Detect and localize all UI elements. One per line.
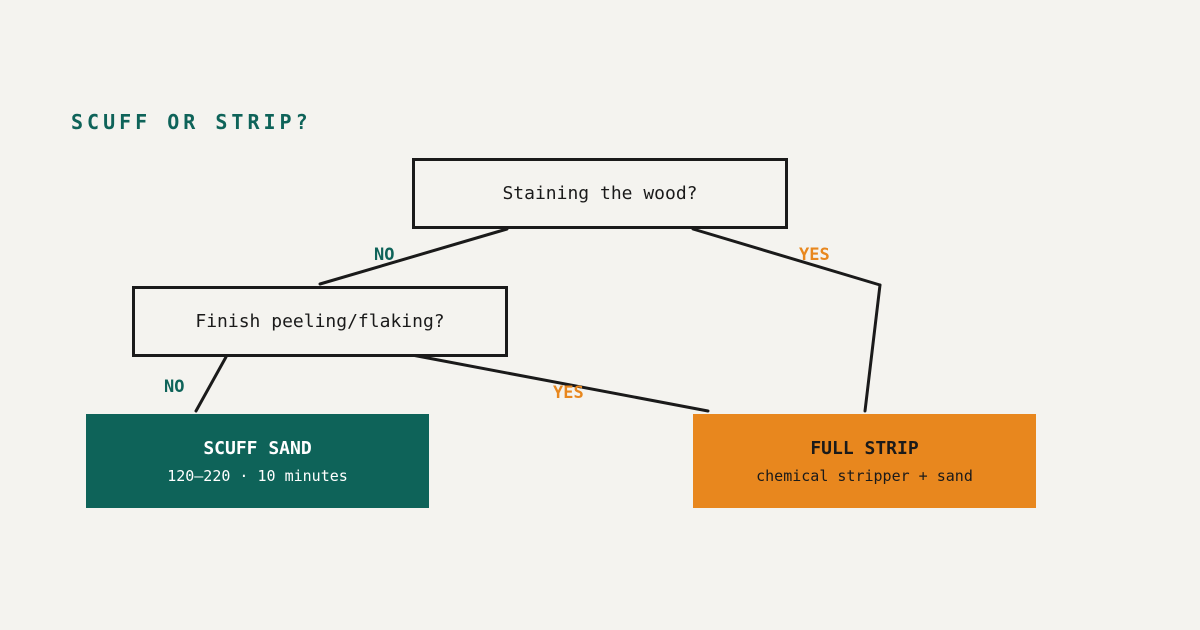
edge-q1-yes-drop-line — [863, 283, 882, 413]
question-peeling-text: Finish peeling/flaking? — [195, 311, 445, 332]
question-staining: Staining the wood? — [412, 158, 788, 229]
question-staining-text: Staining the wood? — [502, 183, 698, 204]
diagram-title: SCUFF OR STRIP? — [71, 110, 312, 134]
edge-q1-no-line — [318, 227, 509, 286]
edge-label-q2-no: NO — [164, 377, 185, 397]
edge-label-q1-no: NO — [374, 245, 395, 265]
outcome-full-strip: FULL STRIP chemical stripper + sand — [693, 414, 1036, 508]
outcome-scuff-sand: SCUFF SAND 120–220 · 10 minutes — [86, 414, 429, 508]
edge-q2-no-line — [194, 355, 228, 413]
outcome-scuff-sand-note: 120–220 · 10 minutes — [167, 466, 348, 485]
edge-label-q2-yes: YES — [553, 383, 584, 403]
edge-q1-yes-line — [691, 227, 882, 287]
outcome-scuff-sand-title: SCUFF SAND — [203, 437, 312, 459]
outcome-full-strip-title: FULL STRIP — [810, 437, 919, 459]
outcome-full-strip-note: chemical stripper + sand — [756, 466, 973, 485]
edge-label-q1-yes: YES — [799, 245, 830, 265]
question-peeling: Finish peeling/flaking? — [132, 286, 508, 357]
edge-q2-yes-line — [410, 353, 710, 413]
